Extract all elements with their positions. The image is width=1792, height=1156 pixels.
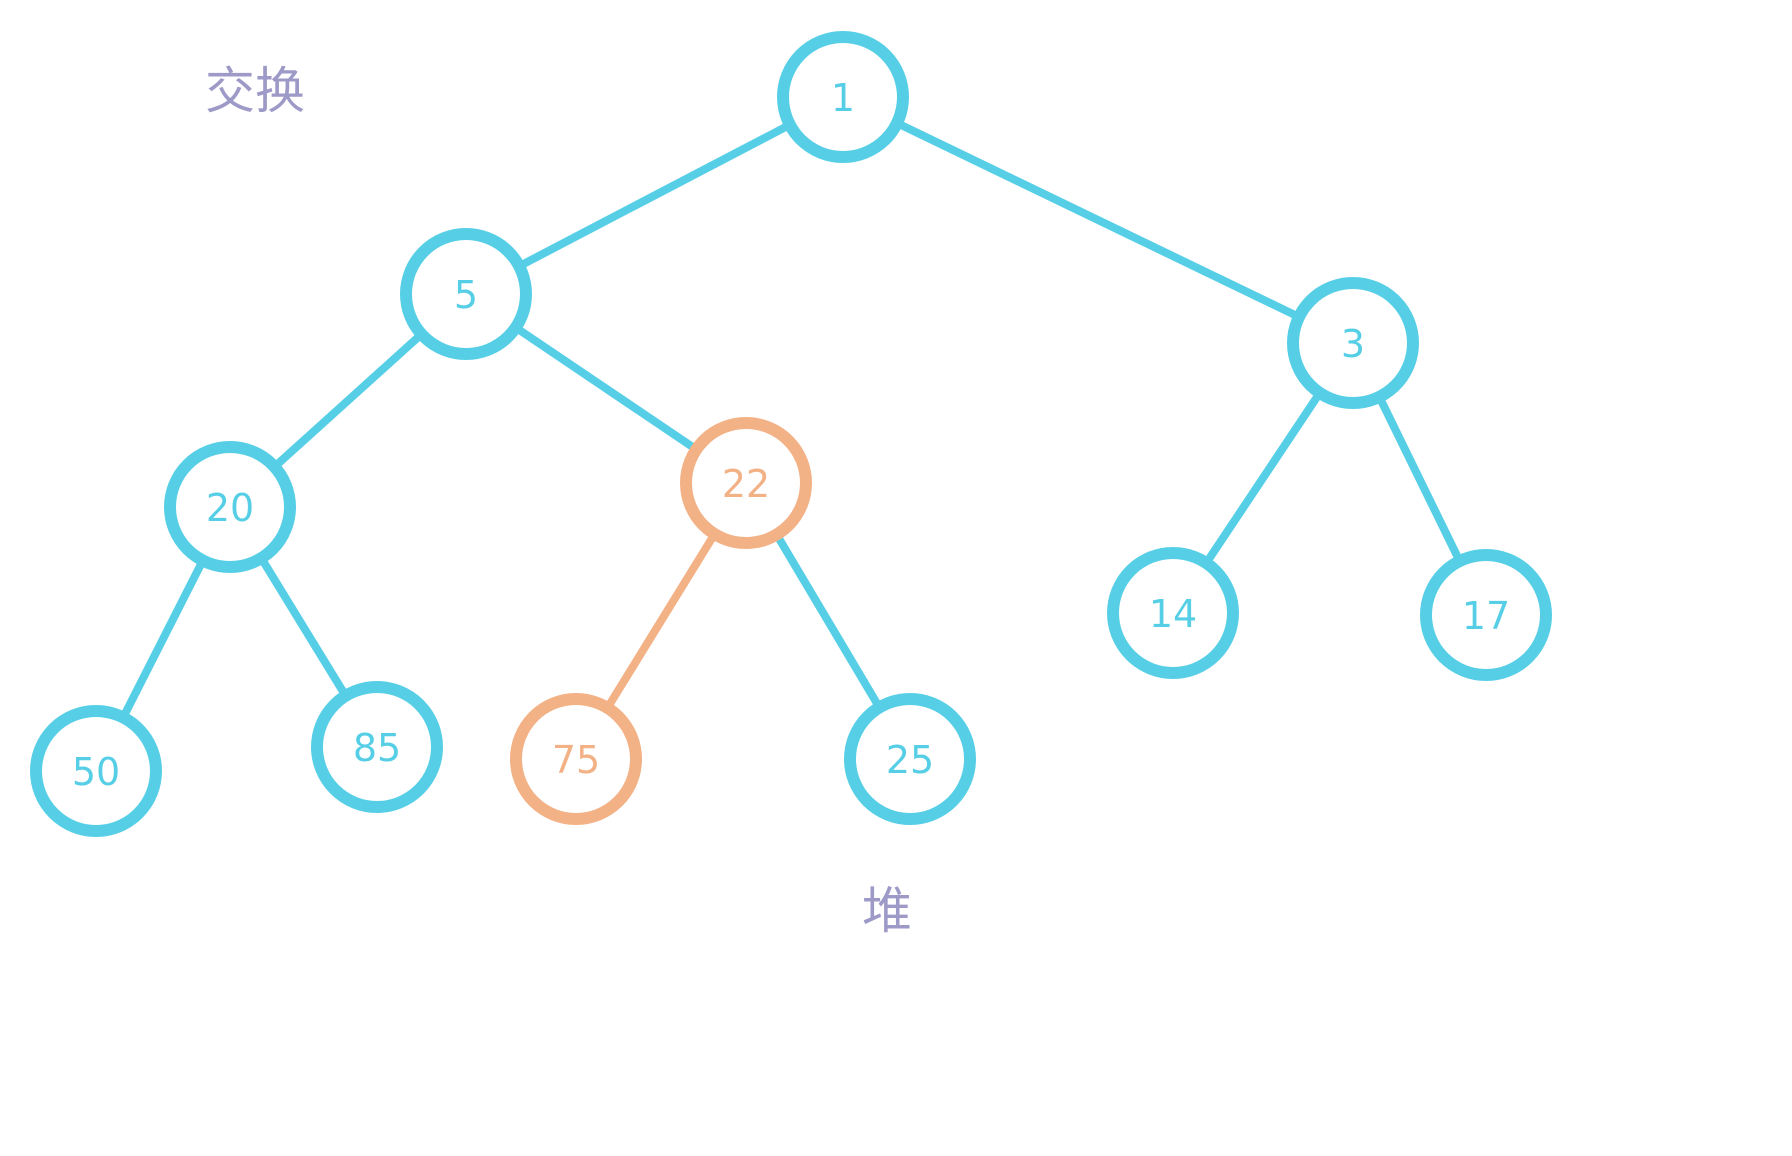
edge-n20-n50 — [117, 555, 209, 723]
node-label: 75 — [552, 738, 600, 782]
swap-caption: 交换 — [205, 62, 305, 120]
edge-n3-n17 — [1374, 391, 1465, 567]
node-label: 20 — [206, 486, 254, 530]
node-circle — [844, 693, 976, 825]
node-label: 1 — [831, 76, 855, 120]
node-circle — [1287, 277, 1419, 409]
edge-n22-n75 — [601, 528, 721, 714]
edge-n5-n20 — [268, 328, 428, 473]
nodes-layer: 1 5 3 20 22 14 17 50 85 75 25 — [30, 31, 1552, 837]
node-circle — [777, 31, 909, 163]
edge-n1-n3 — [891, 117, 1305, 323]
heap-node-5: 5 — [400, 228, 532, 360]
heap-node-22: 22 — [680, 417, 812, 549]
node-label: 3 — [1341, 322, 1365, 366]
heap-node-14: 14 — [1107, 547, 1239, 679]
heap-node-20: 20 — [164, 441, 296, 573]
node-label: 25 — [886, 738, 934, 782]
node-label: 14 — [1149, 592, 1197, 636]
heap-diagram: 1 5 3 20 22 14 17 50 85 75 25 交换 堆 — [30, 31, 1552, 940]
heap-node-25: 25 — [844, 693, 976, 825]
node-circle — [1420, 549, 1552, 681]
heap-node-50: 50 — [30, 705, 162, 837]
node-circle — [680, 417, 812, 549]
edge-n22-n25 — [771, 529, 885, 713]
edge-n20-n85 — [255, 552, 352, 702]
node-circle — [510, 693, 642, 825]
heap-node-85: 85 — [311, 681, 443, 813]
node-circle — [164, 441, 296, 573]
edge-n1-n5 — [513, 119, 796, 272]
edges-layer — [117, 117, 1465, 723]
heap-caption: 堆 — [862, 882, 912, 940]
edge-n5-n22 — [510, 322, 702, 455]
edge-n3-n14 — [1200, 387, 1326, 569]
node-label: 50 — [72, 750, 120, 794]
node-circle — [311, 681, 443, 813]
heap-node-3: 3 — [1287, 277, 1419, 409]
node-circle — [400, 228, 532, 360]
node-circle — [1107, 547, 1239, 679]
node-circle — [30, 705, 162, 837]
node-label: 85 — [353, 726, 401, 770]
node-label: 22 — [722, 462, 770, 506]
heap-node-17: 17 — [1420, 549, 1552, 681]
node-label: 5 — [454, 273, 478, 317]
heap-node-1: 1 — [777, 31, 909, 163]
heap-node-75: 75 — [510, 693, 642, 825]
node-label: 17 — [1462, 594, 1510, 638]
heap-tree: 1 5 3 20 22 14 17 50 85 75 25 交换 堆 — [30, 31, 1552, 940]
